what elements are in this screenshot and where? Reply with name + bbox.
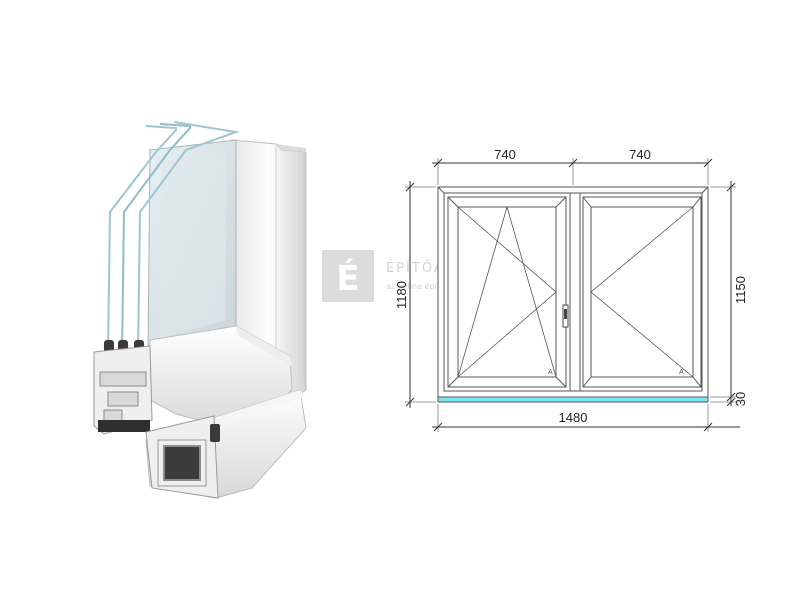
dimension-right bbox=[710, 181, 736, 407]
dim-sash-right-width: 740 bbox=[629, 147, 651, 162]
reinforcement-chamber bbox=[163, 445, 201, 481]
watermark-logo-box bbox=[322, 250, 374, 302]
dim-sill-height: 30 bbox=[733, 392, 748, 406]
window-technical-drawing: A A 740 74 bbox=[394, 147, 748, 432]
dimension-bottom bbox=[432, 404, 740, 432]
window-profile-cross-section-icon bbox=[93, 121, 307, 499]
watermark-logo-letter: É bbox=[336, 258, 359, 299]
dim-total-height: 1180 bbox=[394, 281, 409, 309]
profile-post-face bbox=[276, 144, 306, 152]
dim-sash-left-width: 740 bbox=[494, 147, 516, 162]
left-sash-turn-lines bbox=[457, 206, 557, 378]
dimension-top bbox=[432, 158, 713, 185]
window-handle-icon bbox=[562, 304, 569, 328]
outer-frame bbox=[437, 186, 709, 398]
left-sash-tilt-lines bbox=[457, 205, 557, 378]
right-sash-turn-lines bbox=[590, 206, 694, 378]
left-sash: A bbox=[447, 196, 567, 388]
right-sash: A bbox=[582, 196, 702, 388]
mullion bbox=[569, 192, 581, 392]
sill-strip bbox=[437, 396, 709, 403]
dim-total-width: 1480 bbox=[559, 410, 588, 425]
triple-glazing-sheets bbox=[107, 121, 240, 355]
dim-frame-height: 1150 bbox=[733, 276, 748, 304]
dimension-left bbox=[405, 181, 436, 408]
left-sash-marker: A bbox=[548, 369, 553, 376]
right-sash-marker: A bbox=[679, 369, 684, 376]
